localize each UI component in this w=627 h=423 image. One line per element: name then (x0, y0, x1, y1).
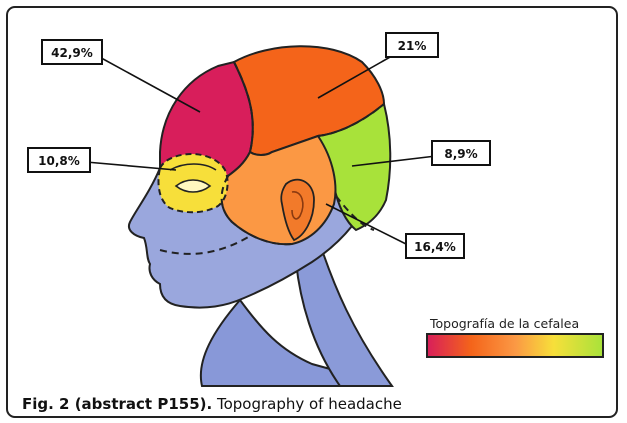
legend-color-bar (427, 334, 603, 357)
label-parietal-text: 21% (398, 39, 427, 53)
label-occipital: 8,9% (432, 141, 490, 165)
caption-label: Fig. 2 (abstract P155). (22, 395, 212, 413)
label-temporal-text: 16,4% (414, 240, 456, 254)
label-frontal-text: 42,9% (51, 46, 93, 60)
label-periocular: 10,8% (28, 148, 90, 172)
label-periocular-text: 10,8% (38, 154, 80, 168)
label-temporal: 16,4% (406, 234, 464, 258)
caption-text: Topography of headache (212, 395, 402, 413)
label-occipital-text: 8,9% (444, 147, 477, 161)
legend-title: Topografía de la cefalea (429, 316, 579, 331)
figure-caption: Fig. 2 (abstract P155). Topography of he… (22, 395, 402, 413)
label-parietal: 21% (386, 33, 438, 57)
label-frontal: 42,9% (42, 40, 102, 64)
